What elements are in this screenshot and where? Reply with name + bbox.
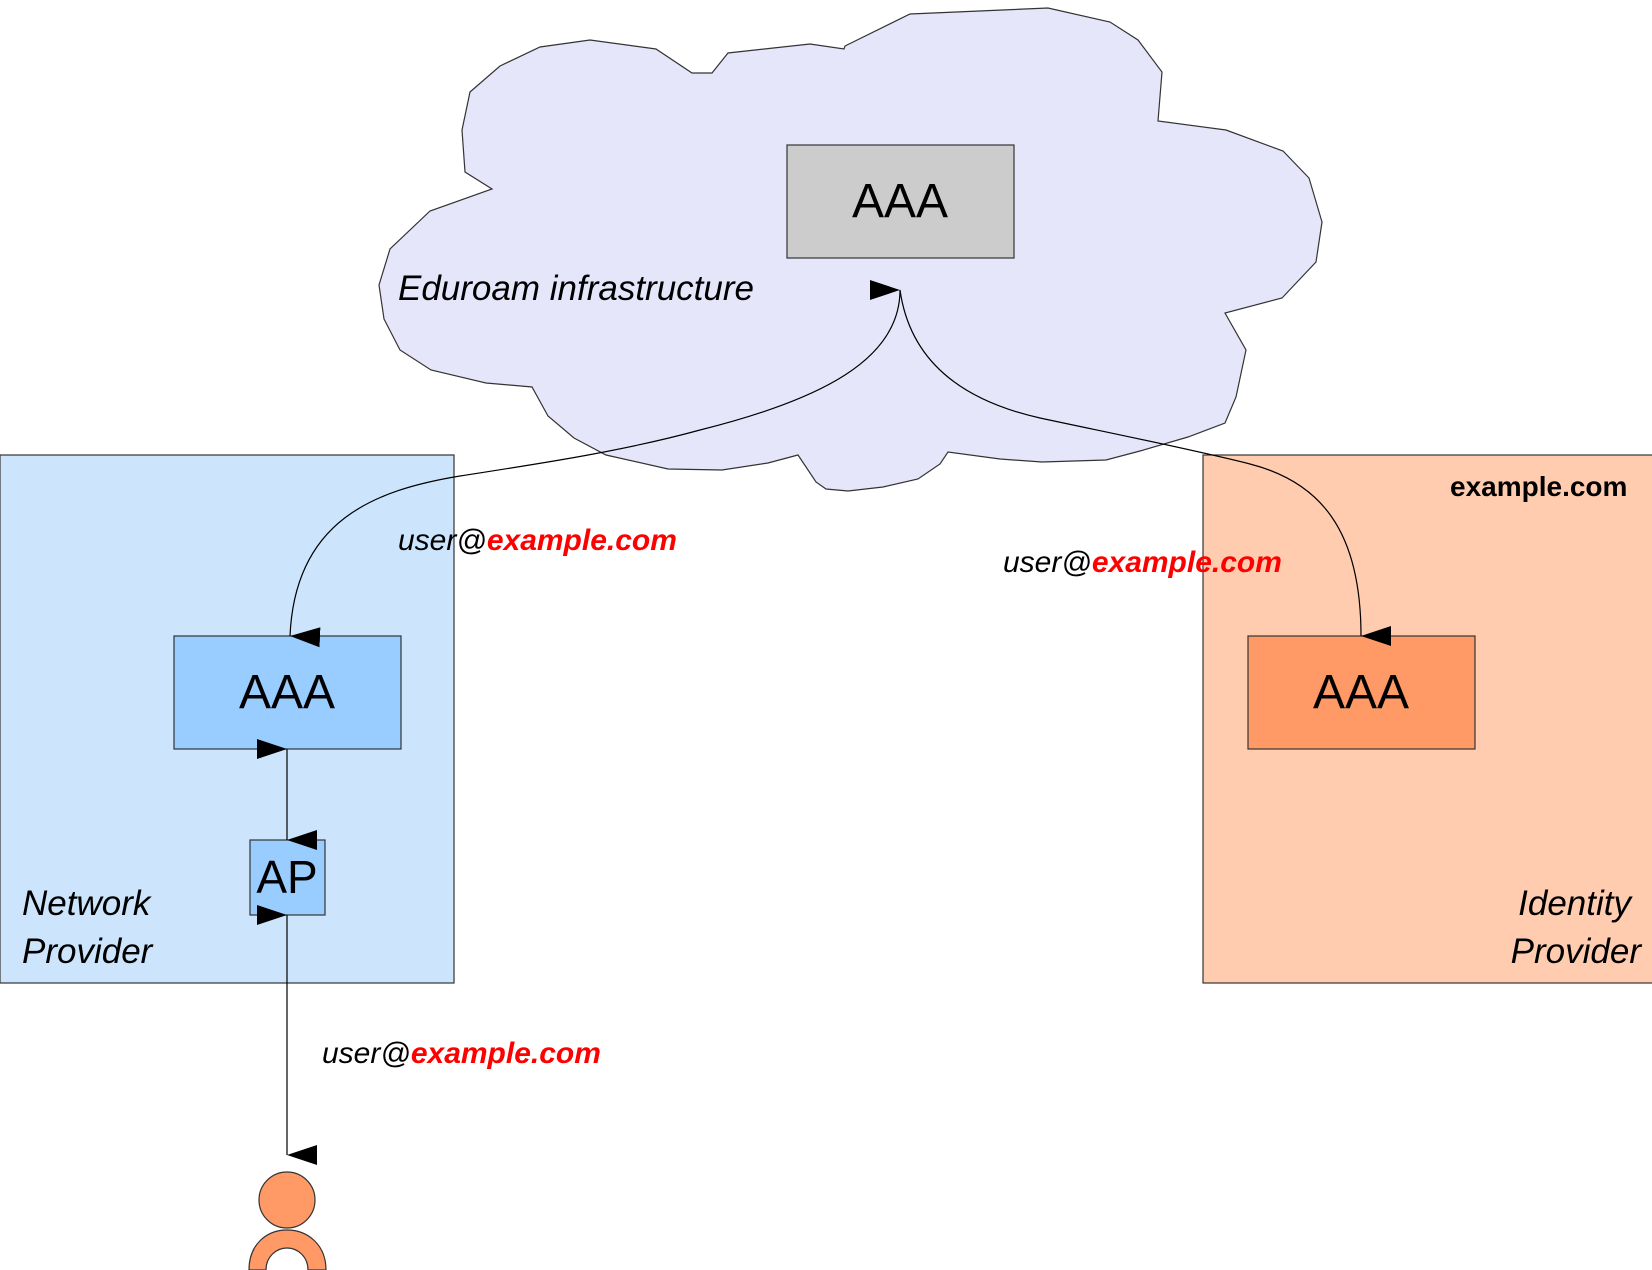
access-point-label: AP bbox=[256, 851, 317, 903]
message-labels: user@example.com user@example.com user@e… bbox=[322, 524, 1282, 1070]
connectors bbox=[257, 279, 1392, 1165]
person-head bbox=[258, 1171, 316, 1229]
bottom-message: user@example.com bbox=[322, 1037, 601, 1070]
network-provider-label-line1: Network bbox=[22, 884, 152, 923]
connector-network-aaa-to-cloud-aaa bbox=[289, 279, 901, 648]
identity-aaa-box bbox=[1247, 635, 1476, 750]
left-message: user@example.com bbox=[398, 524, 677, 557]
access-point-box bbox=[249, 839, 326, 916]
identity-provider-domain-label: example.com bbox=[1450, 471, 1627, 502]
network-provider-label-line2: Provider bbox=[22, 932, 154, 971]
identity-provider-label-line2: Provider bbox=[1511, 932, 1643, 971]
network-provider-devices: AAA AP bbox=[173, 635, 402, 916]
cloud-aaa-box bbox=[786, 144, 1015, 259]
identity-aaa-label: AAA bbox=[1313, 666, 1409, 719]
right-message: user@example.com bbox=[1003, 546, 1282, 579]
identity-provider-label-line1: Identity bbox=[1518, 884, 1633, 923]
person-body bbox=[248, 1229, 327, 1270]
identity-provider-devices: AAA bbox=[1247, 635, 1476, 750]
right-message-user: user@ bbox=[1003, 546, 1092, 579]
network-aaa-box bbox=[173, 635, 402, 750]
network-aaa-label: AAA bbox=[239, 666, 335, 719]
eduroam-cloud: Eduroam infrastructure AAA bbox=[378, 7, 1323, 492]
person-icon bbox=[248, 1171, 327, 1270]
cloud-label: Eduroam infrastructure bbox=[398, 269, 754, 308]
bottom-message-user: user@ bbox=[322, 1037, 411, 1070]
right-message-domain: example.com bbox=[1092, 546, 1282, 579]
cloud-aaa-label: AAA bbox=[852, 175, 948, 228]
left-message-domain: example.com bbox=[487, 524, 677, 557]
bottom-message-domain: example.com bbox=[411, 1037, 601, 1070]
left-message-user: user@ bbox=[398, 524, 487, 557]
connector-cloud-aaa-to-identity-aaa bbox=[899, 289, 1392, 646]
